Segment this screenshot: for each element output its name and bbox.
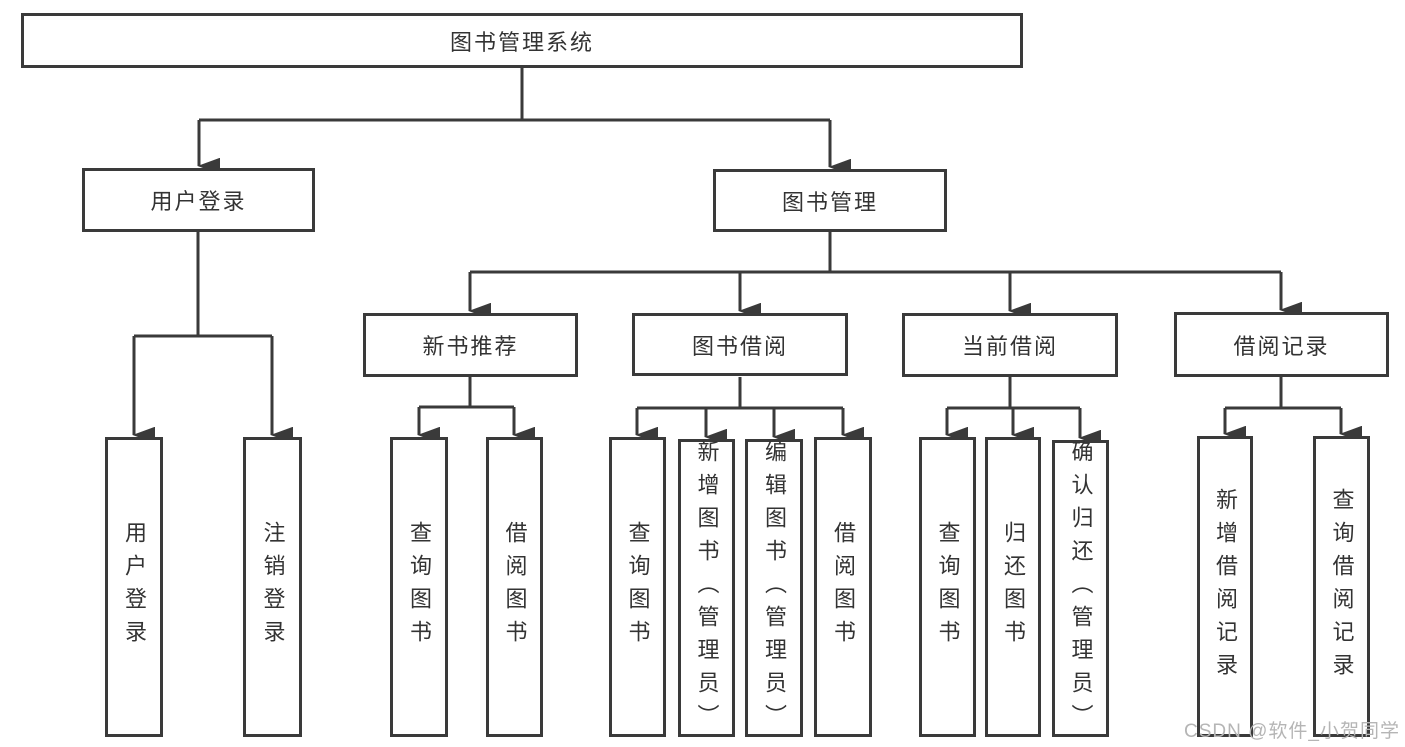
node-current-borrow: 当前借阅 — [902, 313, 1118, 377]
node-user-login: 用户登录 — [82, 168, 315, 232]
node-book-borrow: 图书借阅 — [632, 313, 848, 376]
leaf-recommend-query-books: 查询图书 — [390, 437, 448, 737]
leaf-user-login: 用户登录 — [105, 437, 163, 737]
leaf-logout: 注销登录 — [243, 437, 302, 737]
csdn-watermark: CSDN @软件_小贺同学 — [1184, 721, 1400, 742]
node-root: 图书管理系统 — [21, 13, 1023, 68]
node-new-book-recommend: 新书推荐 — [363, 313, 578, 377]
connector-rails — [134, 68, 1341, 410]
leaf-query-borrow-record: 查询借阅记录 — [1313, 436, 1370, 737]
leaf-current-query-books: 查询图书 — [919, 437, 976, 737]
leaf-add-books-admin: 新增图书（管理员） — [678, 439, 735, 737]
node-book-management: 图书管理 — [713, 169, 947, 232]
leaf-confirm-return-admin: 确认归还（管理员） — [1052, 440, 1109, 737]
leaf-borrow-query-books: 查询图书 — [609, 437, 666, 737]
leaf-add-borrow-record: 新增借阅记录 — [1197, 436, 1253, 737]
node-borrow-records: 借阅记录 — [1174, 312, 1389, 377]
leaf-edit-books-admin: 编辑图书（管理员） — [745, 439, 803, 737]
leaf-recommend-borrow-books: 借阅图书 — [486, 437, 543, 737]
leaf-return-books: 归还图书 — [985, 437, 1041, 737]
leaf-borrow-borrow-books: 借阅图书 — [814, 437, 872, 737]
